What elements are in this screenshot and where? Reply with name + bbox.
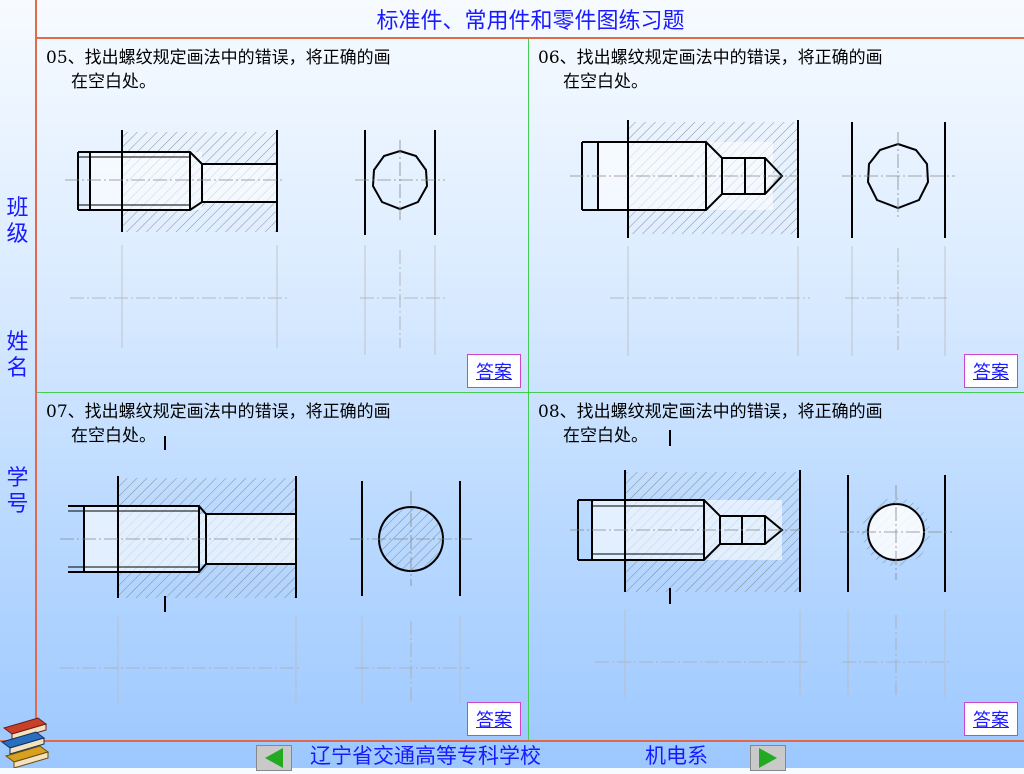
problem-06-line2: 在空白处。 — [563, 72, 648, 92]
name-label: 姓名 — [6, 330, 29, 381]
school-name: 辽宁省交通高等专科学校 — [310, 744, 541, 768]
problem-05-text: 05、找出螺纹规定画法中的错误，将正确的画 在空白处。 — [46, 46, 516, 94]
vertical-divider — [528, 39, 529, 740]
department-name: 机电系 — [645, 744, 708, 768]
problem-05-drawing — [65, 130, 445, 355]
answer-button-05[interactable]: 答案 — [467, 354, 521, 388]
problem-08-line1: 08、找出螺纹规定画法中的错误，将正确的画 — [538, 402, 883, 422]
problem-06-drawing — [570, 120, 955, 356]
problem-07-text: 07、找出螺纹规定画法中的错误，将正确的画 在空白处。 — [46, 400, 516, 448]
books-logo-icon — [0, 717, 50, 768]
answer-button-08[interactable]: 答案 — [964, 702, 1018, 736]
left-border — [35, 0, 37, 740]
horizontal-divider — [37, 392, 1024, 393]
class-label: 班级 — [6, 196, 29, 247]
problem-08-text: 08、找出螺纹规定画法中的错误，将正确的画 在空白处。 — [538, 400, 1018, 448]
footer: 辽宁省交通高等专科学校 机电系 — [0, 740, 1024, 771]
answer-button-06[interactable]: 答案 — [964, 354, 1018, 388]
prev-arrow-icon — [265, 748, 283, 768]
prev-button[interactable] — [256, 745, 292, 771]
problem-07-line2: 在空白处。 — [71, 426, 156, 446]
problem-08-line2: 在空白处。 — [563, 426, 648, 446]
problem-08-drawing — [570, 430, 952, 698]
title-bar: 标准件、常用件和零件图练习题 — [37, 0, 1024, 39]
problem-05-line1: 05、找出螺纹规定画法中的错误，将正确的画 — [46, 48, 391, 68]
next-button[interactable] — [750, 745, 786, 771]
problem-07-drawing — [60, 436, 472, 704]
problem-07-line1: 07、找出螺纹规定画法中的错误，将正确的画 — [46, 402, 391, 422]
next-arrow-icon — [759, 748, 777, 768]
problem-05-line2: 在空白处。 — [71, 72, 156, 92]
answer-button-07[interactable]: 答案 — [467, 702, 521, 736]
page-title: 标准件、常用件和零件图练习题 — [376, 8, 685, 34]
problem-06-line1: 06、找出螺纹规定画法中的错误，将正确的画 — [538, 48, 883, 68]
student-number-label: 学号 — [6, 466, 29, 517]
problem-06-text: 06、找出螺纹规定画法中的错误，将正确的画 在空白处。 — [538, 46, 1018, 94]
